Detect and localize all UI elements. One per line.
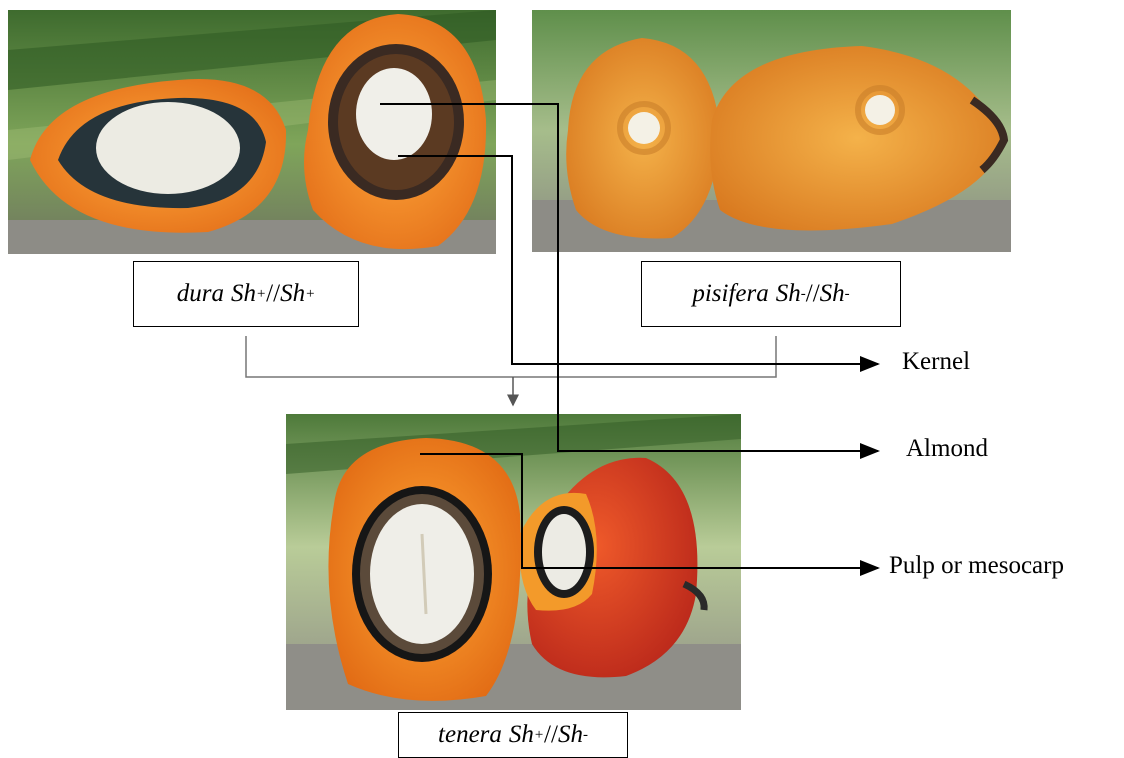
cross-line [246,336,776,377]
pisifera-allele-b: Sh [820,280,845,308]
dura-fruit-illustration [8,10,496,254]
almond-label: Almond [906,435,988,463]
dura-separator: // [266,280,280,308]
tenera-allele-b: Sh [558,721,583,749]
pisifera-separator: // [806,280,820,308]
dura-allele-b: Sh [280,280,305,308]
pisifera-fruit-illustration [532,10,1011,252]
tenera-allele-a: Sh [509,721,534,749]
tenera-name: tenera [438,721,502,749]
dura-fruit-photo [8,10,496,254]
pulp-label: Pulp or mesocarp [889,552,1064,580]
tenera-fruit-photo [286,414,741,710]
dura-allele-a: Sh [231,280,256,308]
pisifera-name: pisifera [692,280,768,308]
tenera-separator: // [544,721,558,749]
pisifera-allele-a: Sh [776,280,801,308]
tenera-fruit-illustration [286,414,741,710]
dura-name: dura [177,280,224,308]
pisifera-fruit-photo [532,10,1011,252]
kernel-label: Kernel [902,348,970,376]
